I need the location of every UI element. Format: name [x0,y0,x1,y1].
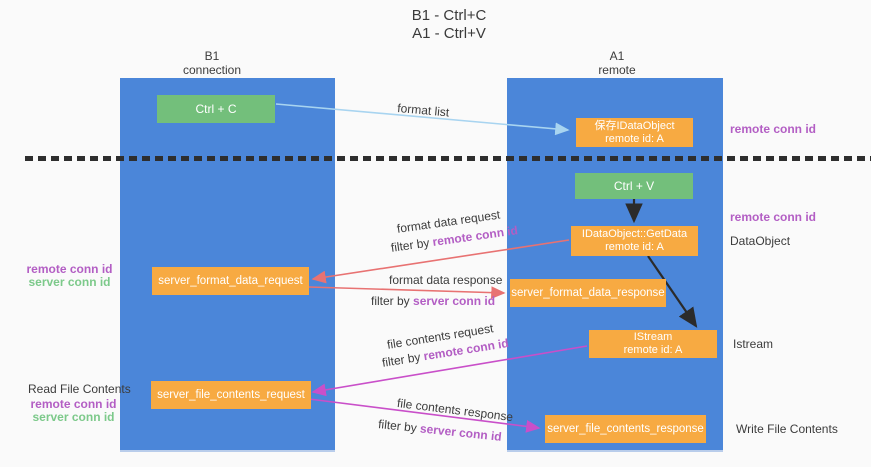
left-bottom-server-conn-id: server conn id [32,410,115,424]
getdata-line1: IDataObject::GetData [581,228,688,240]
getdata-line2: remote id: A [605,241,664,253]
right-column-name: A1 [609,49,625,63]
right-column-subtitle: remote [598,63,636,77]
istream-line2: remote id: A [623,344,683,356]
file-contents-response-filter-label: filter by server conn id [378,417,503,444]
format-list-label: format list [396,101,450,120]
diagram-title: B1 - Ctrl+C A1 - Ctrl+V [369,7,529,43]
left-bottom-remote-conn-id: remote conn id [30,397,117,411]
left-column-name: B1 [204,49,220,63]
phase-separator-dashed-line [25,156,871,161]
filter-by-text: filter by [371,294,414,308]
server-file-contents-request-label: server_file_contents_request [157,388,305,401]
arrow-format-data-response [308,286,506,300]
format-data-response-label: format data response [389,273,503,287]
idataobject-getdata-node: IDataObject::GetData remote id: A [571,226,698,256]
server-file-contents-response-label: server_file_contents_response [547,422,704,435]
server-conn-id-text: server conn id [413,294,496,308]
server-file-contents-request-node: server_file_contents_request [151,381,311,409]
right-column-header: A1 remote [562,49,672,77]
server-format-data-response-label: server_format_data_response [511,286,665,299]
server-conn-id-text: server conn id [419,421,503,444]
server-format-data-response-node: server_format_data_response [510,279,666,307]
server-file-contents-response-node: server_file_contents_response [545,415,706,443]
write-file-contents-annotation: Write File Contents [736,422,838,436]
ctrl-c-node: Ctrl + C [157,95,275,123]
left-server-conn-id: server conn id [28,275,111,289]
istream-node: IStream remote id: A [589,330,717,358]
left-conn-id-stack: remote conn id server conn id [22,263,117,289]
dataobject-annotation: DataObject [730,234,791,248]
filter-by-text: filter by [377,417,421,436]
remote-conn-id-annotation-top: remote conn id [730,122,817,136]
ctrl-c-label: Ctrl + C [195,101,237,116]
save-idataobject-line2: remote id: A [605,132,664,145]
format-data-response-filter-label: filter by server conn id [371,294,495,308]
title-line-1: B1 - Ctrl+C [411,7,487,24]
remote-conn-id-annotation-mid: remote conn id [730,210,817,224]
left-column-subtitle: connection [182,63,242,77]
istream-line1: IStream [633,331,673,343]
ctrl-v-label: Ctrl + V [613,178,655,193]
server-format-data-request-node: server_format_data_request [152,267,309,295]
filter-by-text: filter by [381,349,425,370]
save-idataobject-line1: 保存IDataObject [594,119,675,132]
filter-by-text: filter by [390,235,434,255]
save-idataobject-node: 保存IDataObject remote id: A [576,118,693,147]
istream-annotation: Istream [733,337,774,351]
title-line-2: A1 - Ctrl+V [412,25,486,42]
left-column-header: B1 connection [157,49,267,77]
server-format-data-request-label: server_format_data_request [158,274,303,287]
left-bottom-conn-id-stack: remote conn id server conn id [26,398,121,424]
read-file-contents-annotation: Read File Contents [28,382,131,396]
left-remote-conn-id: remote conn id [26,262,113,276]
ctrl-v-node: Ctrl + V [575,173,693,199]
